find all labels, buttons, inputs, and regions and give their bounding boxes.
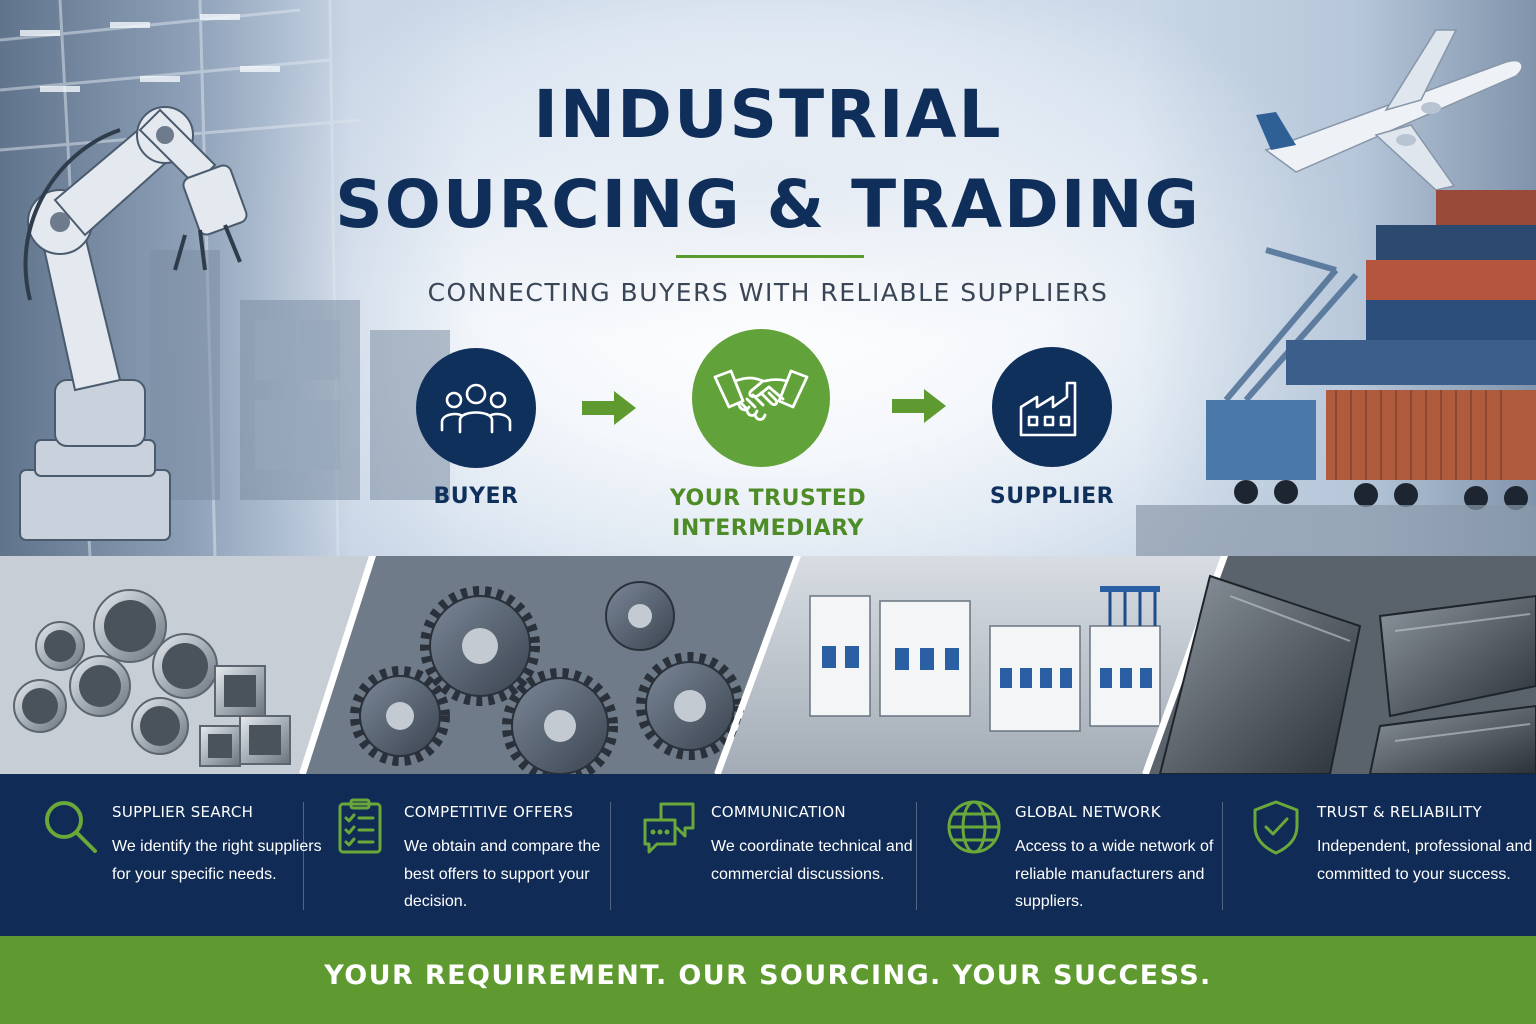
handshake-icon: [713, 369, 809, 421]
arrow-right-icon: [582, 391, 636, 425]
metal-tubes-photo: [0, 556, 370, 774]
title-line-1: INDUSTRIAL: [533, 76, 1003, 153]
buyer-circle: [416, 348, 536, 468]
feature-competitive-offers: COMPETITIVE OFFERS We obtain and compare…: [334, 774, 604, 936]
clipboard-checklist-icon: [338, 798, 382, 854]
feature-description: We coordinate technical and commercial d…: [711, 838, 913, 883]
gears-photo: [306, 556, 795, 774]
feature-title: COMMUNICATION: [711, 803, 846, 821]
product-photo-strip: [0, 556, 1536, 774]
feature-title: TRUST & RELIABILITY: [1317, 803, 1482, 821]
feature-global-network: GLOBAL NETWORK Access to a wide network …: [945, 774, 1215, 936]
factory-robot-backdrop: [0, 0, 470, 556]
buyer-label: BUYER: [433, 484, 519, 509]
feature-communication: COMMUNICATION We coordinate technical an…: [641, 774, 913, 936]
intermediary-circle: [692, 329, 830, 467]
world-map-backdrop: [250, 20, 1290, 350]
feature-divider: [1222, 802, 1223, 910]
chat-bubbles-icon: [643, 802, 695, 854]
feature-supplier-search: SUPPLIER SEARCH We identify the right su…: [42, 774, 322, 936]
shield-check-icon: [1253, 800, 1299, 855]
circuit-breakers-photo: [721, 556, 1222, 774]
feature-title: COMPETITIVE OFFERS: [404, 803, 574, 821]
arrow-right-icon: [892, 389, 946, 423]
supplier-label: SUPPLIER: [989, 484, 1115, 509]
title-underline: [676, 255, 864, 258]
feature-title: GLOBAL NETWORK: [1015, 803, 1161, 821]
feature-divider: [303, 802, 304, 910]
feature-description: Access to a wide network of reliable man…: [1015, 838, 1214, 910]
logistics-illustration: [1136, 29, 1536, 556]
magnifier-icon: [45, 801, 97, 853]
feature-description: We identify the right suppliers for your…: [112, 838, 322, 883]
globe-icon: [947, 800, 1001, 854]
hero-banner: INDUSTRIAL SOURCING & TRADING CONNECTING…: [0, 0, 1536, 556]
subtitle: CONNECTING BUYERS WITH RELIABLE SUPPLIER…: [427, 278, 1109, 307]
tagline-footer: YOUR REQUIREMENT. OUR SOURCING. YOUR SUC…: [0, 936, 1536, 1024]
features-bar: SUPPLIER SEARCH We identify the right su…: [0, 774, 1536, 936]
tagline: YOUR REQUIREMENT. OUR SOURCING. YOUR SUC…: [324, 960, 1212, 991]
feature-divider: [916, 802, 917, 910]
feature-divider: [610, 802, 611, 910]
logistics-backdrop: [1136, 0, 1536, 556]
feature-trust-reliability: TRUST & RELIABILITY Independent, profess…: [1247, 774, 1532, 936]
title-line-2: SOURCING & TRADING: [335, 166, 1201, 243]
airplane-icon: [1256, 29, 1523, 191]
people-group-icon: [440, 383, 512, 434]
feature-title: SUPPLIER SEARCH: [112, 803, 254, 821]
feature-description: We obtain and compare the best offers to…: [404, 838, 601, 910]
robot-arm-illustration: [0, 0, 450, 556]
factory-icon: [1019, 381, 1077, 437]
steel-beams-photo: [1149, 556, 1536, 774]
feature-description: Independent, professional and committed …: [1317, 838, 1533, 883]
supplier-circle: [992, 347, 1112, 467]
intermediary-label: YOUR TRUSTED INTERMEDIARY: [669, 486, 867, 541]
